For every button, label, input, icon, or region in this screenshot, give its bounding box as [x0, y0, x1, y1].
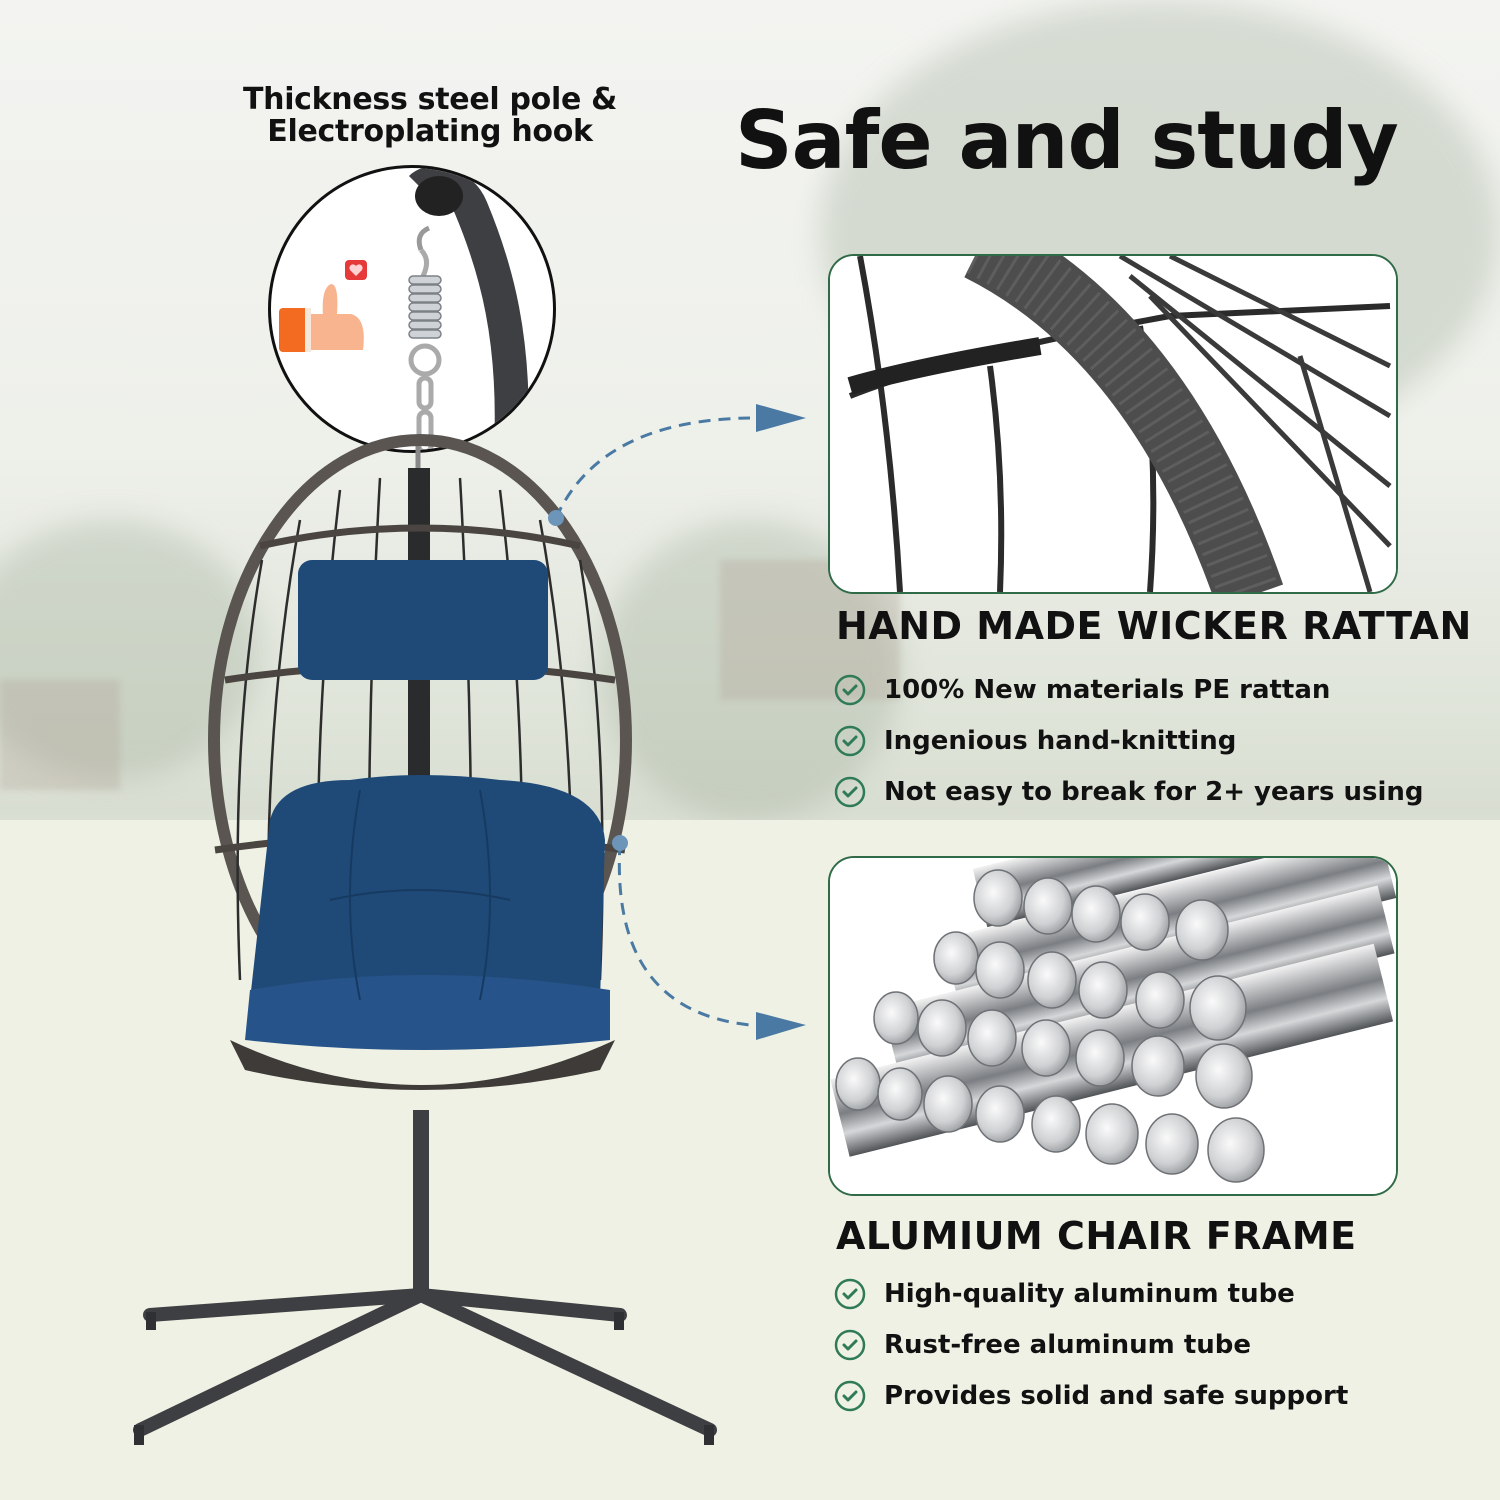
- hook-caption: Thickness steel pole & Electroplating ho…: [210, 84, 650, 148]
- feature-text: Provides solid and safe support: [884, 1380, 1349, 1411]
- section-title-rattan: HAND MADE WICKER RATTAN: [836, 604, 1472, 648]
- feature-text: Not easy to break for 2+ years using: [884, 776, 1424, 807]
- check-circle-icon: [834, 725, 866, 756]
- check-circle-icon: [834, 1329, 866, 1360]
- feature-text: High-quality aluminum tube: [884, 1278, 1295, 1309]
- feature-item: Provides solid and safe support: [834, 1370, 1348, 1421]
- hook-caption-line1: Thickness steel pole &: [242, 82, 618, 117]
- section-title-aluminum: ALUMIUM CHAIR FRAME: [836, 1214, 1357, 1258]
- heart-icon: [345, 260, 367, 280]
- feature-text: Ingenious hand-knitting: [884, 725, 1237, 756]
- feature-item: Ingenious hand-knitting: [834, 715, 1424, 766]
- feature-item: Not easy to break for 2+ years using: [834, 766, 1424, 817]
- feature-text: 100% New materials PE rattan: [884, 674, 1331, 705]
- callout-arrow-aluminum: [612, 835, 806, 1040]
- aluminum-feature-list: High-quality aluminum tube Rust-free alu…: [834, 1268, 1348, 1421]
- hook-detail-image: [268, 165, 556, 453]
- feature-item: Rust-free aluminum tube: [834, 1319, 1348, 1370]
- check-circle-icon: [834, 1278, 866, 1309]
- thumbs-up-icon: [279, 284, 364, 352]
- wicker-rattan-image: [828, 254, 1398, 594]
- rattan-feature-list: 100% New materials PE rattan Ingenious h…: [834, 664, 1424, 817]
- check-circle-icon: [834, 776, 866, 807]
- feature-text: Rust-free aluminum tube: [884, 1329, 1251, 1360]
- feature-item: 100% New materials PE rattan: [834, 664, 1424, 715]
- aluminum-tubes-image: [828, 856, 1398, 1196]
- callout-arrow-rattan: [548, 404, 806, 526]
- feature-item: High-quality aluminum tube: [834, 1268, 1348, 1319]
- arrow-right-icon: [756, 404, 806, 432]
- hook-caption-line2: Electroplating hook: [267, 114, 593, 149]
- check-circle-icon: [834, 674, 866, 705]
- check-circle-icon: [834, 1380, 866, 1411]
- arrow-right-icon: [756, 1012, 806, 1040]
- page-title: Safe and study: [735, 94, 1399, 187]
- spring-hook-icon: [408, 225, 442, 450]
- background-building: [0, 680, 120, 790]
